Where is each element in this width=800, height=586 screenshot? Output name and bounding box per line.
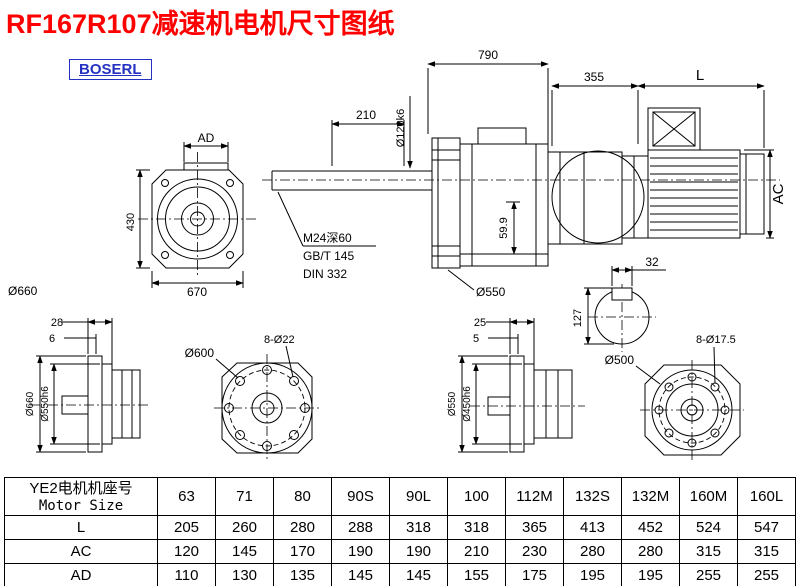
table-cell: 175 [505, 563, 564, 586]
dim-label-660-flange: Ø660 [25, 391, 36, 416]
table-cell: 255 [737, 563, 796, 586]
dim-label-housing-dia: Ø660 [8, 284, 38, 298]
table-cell: 110 [157, 563, 216, 586]
table-cell: 160L [737, 477, 796, 516]
dim-label-25: 25 [474, 317, 486, 329]
dim-label-790: 790 [478, 48, 498, 62]
table-row-ad: AD 110 130 135 145 145 155 175 195 195 2… [4, 563, 796, 586]
table-header-cell: YE2电机机座号 Motor Size [4, 477, 158, 516]
dim-label-670: 670 [187, 285, 207, 299]
dim-label-500: Ø500 [605, 353, 635, 367]
table-row-l: L 205 260 280 288 318 318 365 413 452 52… [4, 515, 796, 540]
dim-label-motor-length: L [696, 67, 704, 84]
table-cell: 112M [505, 477, 564, 516]
table-header-cn: YE2电机机座号 [29, 479, 133, 497]
dim-label-shaft-dia: Ø120k6 [395, 109, 407, 148]
table-header-en: Motor Size [38, 497, 124, 514]
dim-label-ad: AD [198, 131, 215, 145]
table-cell: 547 [737, 515, 796, 540]
dim-label-550h6: Ø550h6 [40, 386, 51, 422]
table-cell: 255 [679, 563, 738, 586]
table-cell: 80 [273, 477, 332, 516]
table-cell: 155 [447, 563, 506, 586]
table-cell: 280 [273, 515, 332, 540]
motor-side-view: 355 L AC [551, 67, 787, 239]
dim-label-8x17-5: 8-Ø17.5 [696, 334, 736, 346]
dim-label-5: 5 [473, 333, 479, 345]
row-label-cell: AC [4, 539, 158, 564]
motor-size-table: YE2电机机座号 Motor Size 63 71 80 90S 90L 100… [4, 477, 796, 586]
input-flange-side-view: 25 5 Ø550 Ø450h6 [447, 317, 585, 453]
table-cell: 63 [157, 477, 216, 516]
output-flange-side-view: 28 6 Ø660 Ø550h6 [25, 317, 150, 453]
shaft-key-section: 32 127 [572, 255, 666, 352]
table-cell: 260 [215, 515, 274, 540]
table-cell: 210 [447, 539, 506, 564]
table-cell: 90S [331, 477, 390, 516]
dim-label-355: 355 [584, 70, 604, 84]
table-cell: 130 [215, 563, 274, 586]
table-cell: 71 [215, 477, 274, 516]
output-flange-face-view: Ø600 8-Ø22 [185, 334, 320, 462]
table-cell: 145 [389, 563, 448, 586]
table-cell: 160M [679, 477, 738, 516]
table-cell: 195 [563, 563, 622, 586]
table-cell: 315 [679, 539, 738, 564]
brand-logo: BOSERL [69, 59, 152, 80]
table-cell: 132M [621, 477, 680, 516]
table-cell: 413 [563, 515, 622, 540]
table-cell: 452 [621, 515, 680, 540]
table-cell: 365 [505, 515, 564, 540]
table-cell: 280 [563, 539, 622, 564]
table-cell: 230 [505, 539, 564, 564]
table-cell: 205 [157, 515, 216, 540]
table-cell: 145 [331, 563, 390, 586]
dim-label-ac: AC [770, 183, 787, 204]
table-cell: 524 [679, 515, 738, 540]
dim-label-430: 430 [125, 213, 137, 231]
table-cell: 132S [563, 477, 622, 516]
dim-label-600: Ø600 [185, 346, 215, 360]
table-cell: 135 [273, 563, 332, 586]
gearbox-front-view: AD 430 670 Ø660 [8, 131, 257, 299]
table-cell: 190 [389, 539, 448, 564]
tap-spec-line2: GB/T 145 [303, 249, 354, 263]
row-label-cell: AD [4, 563, 158, 586]
table-cell: 288 [331, 515, 390, 540]
table-cell: 120 [157, 539, 216, 564]
page-title: RF167R107减速机电机尺寸图纸 [6, 9, 395, 39]
row-label-cell: L [4, 515, 158, 540]
dim-label-450h6: Ø450h6 [462, 386, 473, 422]
table-cell: 170 [273, 539, 332, 564]
table-cell: 190 [331, 539, 390, 564]
technical-drawing-canvas: AD 430 670 Ø660 210 Ø [8, 48, 787, 462]
table-row-ac: AC 120 145 170 190 190 210 230 280 280 3… [4, 539, 796, 564]
dim-label-59-9: 59.9 [498, 217, 510, 238]
table-cell: 100 [447, 477, 506, 516]
dim-label-210: 210 [356, 108, 376, 122]
table-cell: 318 [447, 515, 506, 540]
input-flange-face-view: Ø500 8-Ø17.5 [605, 334, 744, 460]
dim-label-flange-550: Ø550 [476, 285, 506, 299]
dim-label-8x22: 8-Ø22 [264, 334, 295, 346]
dim-label-550-input: Ø550 [447, 391, 458, 416]
tap-spec-line3: DIN 332 [303, 267, 347, 281]
dim-label-6: 6 [49, 333, 55, 345]
table-cell: 90L [389, 477, 448, 516]
table-cell: 315 [737, 539, 796, 564]
dim-label-key-height: 127 [572, 309, 584, 327]
table-cell: 195 [621, 563, 680, 586]
table-row-sizes: YE2电机机座号 Motor Size 63 71 80 90S 90L 100… [4, 477, 796, 516]
table-cell: 145 [215, 539, 274, 564]
table-cell: 318 [389, 515, 448, 540]
table-cell: 280 [621, 539, 680, 564]
dim-label-key-width: 32 [645, 255, 659, 269]
dim-label-28: 28 [51, 317, 63, 329]
tap-spec-line1: M24深60 [303, 231, 352, 245]
